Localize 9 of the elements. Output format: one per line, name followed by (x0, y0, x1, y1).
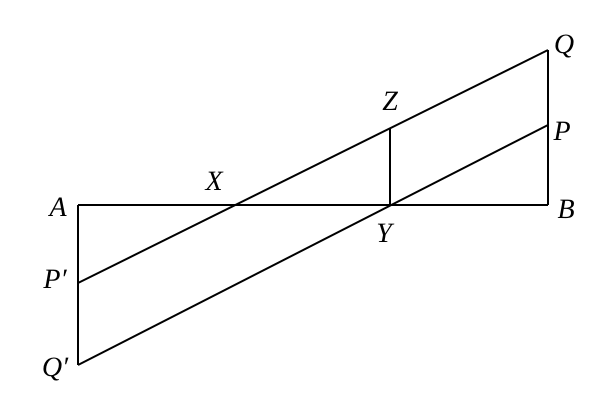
point-label: Y (376, 220, 392, 248)
point-label: Q (554, 31, 574, 59)
point-label: P′ (43, 266, 67, 294)
point-label: Q′ (42, 354, 68, 382)
point-label: Z (382, 88, 398, 116)
point-label: A (49, 194, 67, 222)
point-label: B (557, 196, 575, 224)
point-label: P (553, 118, 571, 146)
point-label: X (205, 168, 223, 196)
